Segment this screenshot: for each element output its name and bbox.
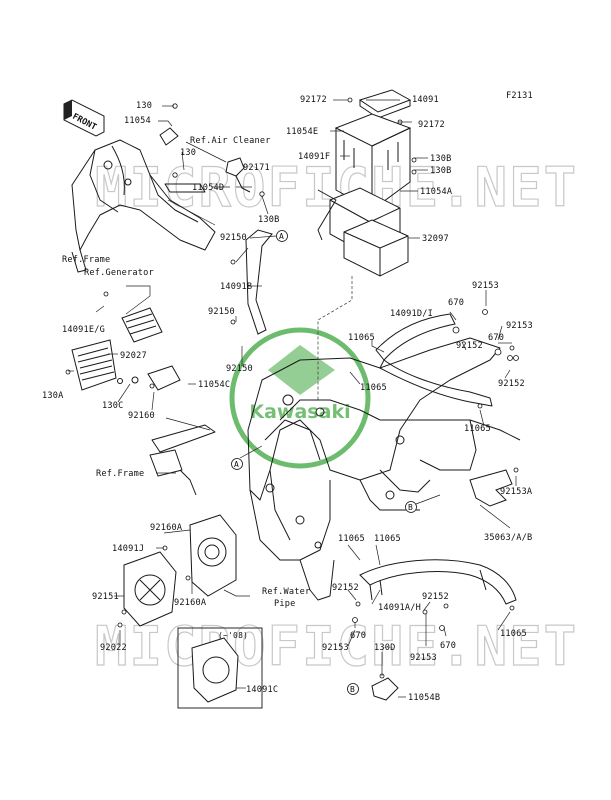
marker-a-upper: A (276, 230, 288, 242)
inset-box (177, 627, 263, 709)
label-11054e: 11054E (286, 127, 318, 137)
label-92153-a: 92153 (472, 281, 499, 291)
radiator-side-cover (117, 424, 237, 628)
figure-code: F2131 (506, 91, 533, 101)
label-130-top: 130 (136, 101, 152, 111)
battery-strap-14091b (230, 229, 273, 335)
label-92172-left: 92172 (300, 95, 327, 105)
label-92171: 92171 (243, 163, 270, 173)
label-92151: 92151 (92, 592, 119, 602)
marker-b-bottom: B (347, 683, 359, 695)
label-670-b: 670 (488, 333, 504, 343)
label-130d: 130D (374, 643, 396, 653)
label-11065-e: 11065 (374, 534, 401, 544)
kawasaki-logo-text: Kawasaki (249, 401, 350, 423)
label-130-mid: 130 (180, 148, 196, 158)
ref-frame-mid: Ref.Frame (96, 469, 144, 479)
label-14091eg: 14091E/G (62, 325, 105, 335)
label-14091di: 14091D/I (390, 309, 433, 319)
label-130b-left: 130B (258, 215, 280, 225)
label-11065-f: 11065 (500, 629, 527, 639)
label-11065-c: 11065 (464, 424, 491, 434)
label-670-d: 670 (440, 641, 456, 651)
label-14091c: 14091C (246, 685, 278, 695)
label-92160a-2: 92160A (174, 598, 207, 608)
label-92172-right: 92172 (418, 120, 445, 130)
main-frame (247, 337, 521, 601)
marker-b-right: B (405, 501, 417, 513)
bracket-92171 (225, 157, 265, 197)
label-92153-c: 92153 (322, 643, 349, 653)
label-92150-b: 92150 (208, 307, 235, 317)
ref-water-pipe-line1: Ref.Water (262, 587, 310, 597)
label-92152-a: 92152 (456, 341, 483, 351)
label-92152-b: 92152 (498, 379, 525, 389)
marker-a-lower: A (231, 458, 243, 470)
label-92160: 92160 (128, 411, 155, 421)
label-670-a: 670 (448, 298, 464, 308)
marker-b-right-text: B (408, 503, 413, 512)
ref-frame-top: Ref.Frame (62, 255, 110, 265)
label-92022: 92022 (100, 643, 127, 653)
label-92153-b: 92153 (506, 321, 533, 331)
marker-a-upper-text: A (279, 232, 284, 241)
inset-note: (~'08) (218, 631, 248, 640)
label-92150-c: 92150 (226, 364, 253, 374)
label-130c: 130C (102, 401, 124, 411)
label-92152-d: 92152 (422, 592, 449, 602)
label-11054: 11054 (124, 116, 151, 126)
rear-fender-lower (352, 559, 517, 631)
marker-b-bottom-text: B (350, 685, 355, 694)
label-130b-r2: 130B (430, 166, 452, 176)
label-35063: 35063/A/B (484, 533, 532, 543)
label-92153-d: 92153 (410, 653, 437, 663)
label-92153a: 92153A (500, 487, 533, 497)
rear-fender-bracket-35063 (469, 467, 519, 507)
front-direction-tag: FRONT (63, 99, 105, 137)
label-11054b: 11054B (408, 693, 440, 703)
label-11065-d: 11065 (338, 534, 365, 544)
label-92160a-1: 92160A (150, 523, 183, 533)
label-32097: 32097 (422, 234, 449, 244)
regulator-unit (103, 291, 181, 391)
label-14091j: 14091J (112, 544, 144, 554)
leader-lines (68, 99, 517, 698)
bracket-11054b (371, 673, 399, 701)
label-14091: 14091 (412, 95, 439, 105)
watermark-bottom: MICROFICHE.NET (95, 615, 578, 678)
label-11054d: 11054D (192, 183, 224, 193)
label-92152-c: 92152 (332, 583, 359, 593)
label-130a: 130A (42, 391, 64, 401)
label-11065-b: 11065 (360, 383, 387, 393)
label-670-c: 670 (350, 631, 366, 641)
label-11054a: 11054A (420, 187, 453, 197)
rear-fender-upper (375, 309, 519, 409)
kawasaki-logo-watermark: Kawasaki (229, 327, 371, 469)
label-14091b: 14091B (220, 282, 252, 292)
frame-head-section (71, 103, 216, 273)
battery-case-assembly (317, 89, 417, 277)
label-92150-a: 92150 (220, 233, 247, 243)
label-14091ah: 14091A/H (378, 603, 421, 613)
label-11054c: 11054C (198, 380, 230, 390)
label-11065-a: 11065 (348, 333, 375, 343)
label-14091f: 14091F (298, 152, 330, 162)
ref-generator: Ref.Generator (84, 268, 154, 278)
marker-a-lower-text: A (234, 460, 239, 469)
label-130b-r1: 130B (430, 154, 452, 164)
side-cover-14091eg (65, 339, 117, 391)
ref-air-cleaner: Ref.Air Cleaner (190, 136, 271, 146)
label-92027: 92027 (120, 351, 147, 361)
ref-water-pipe-line2: Pipe (274, 599, 296, 609)
